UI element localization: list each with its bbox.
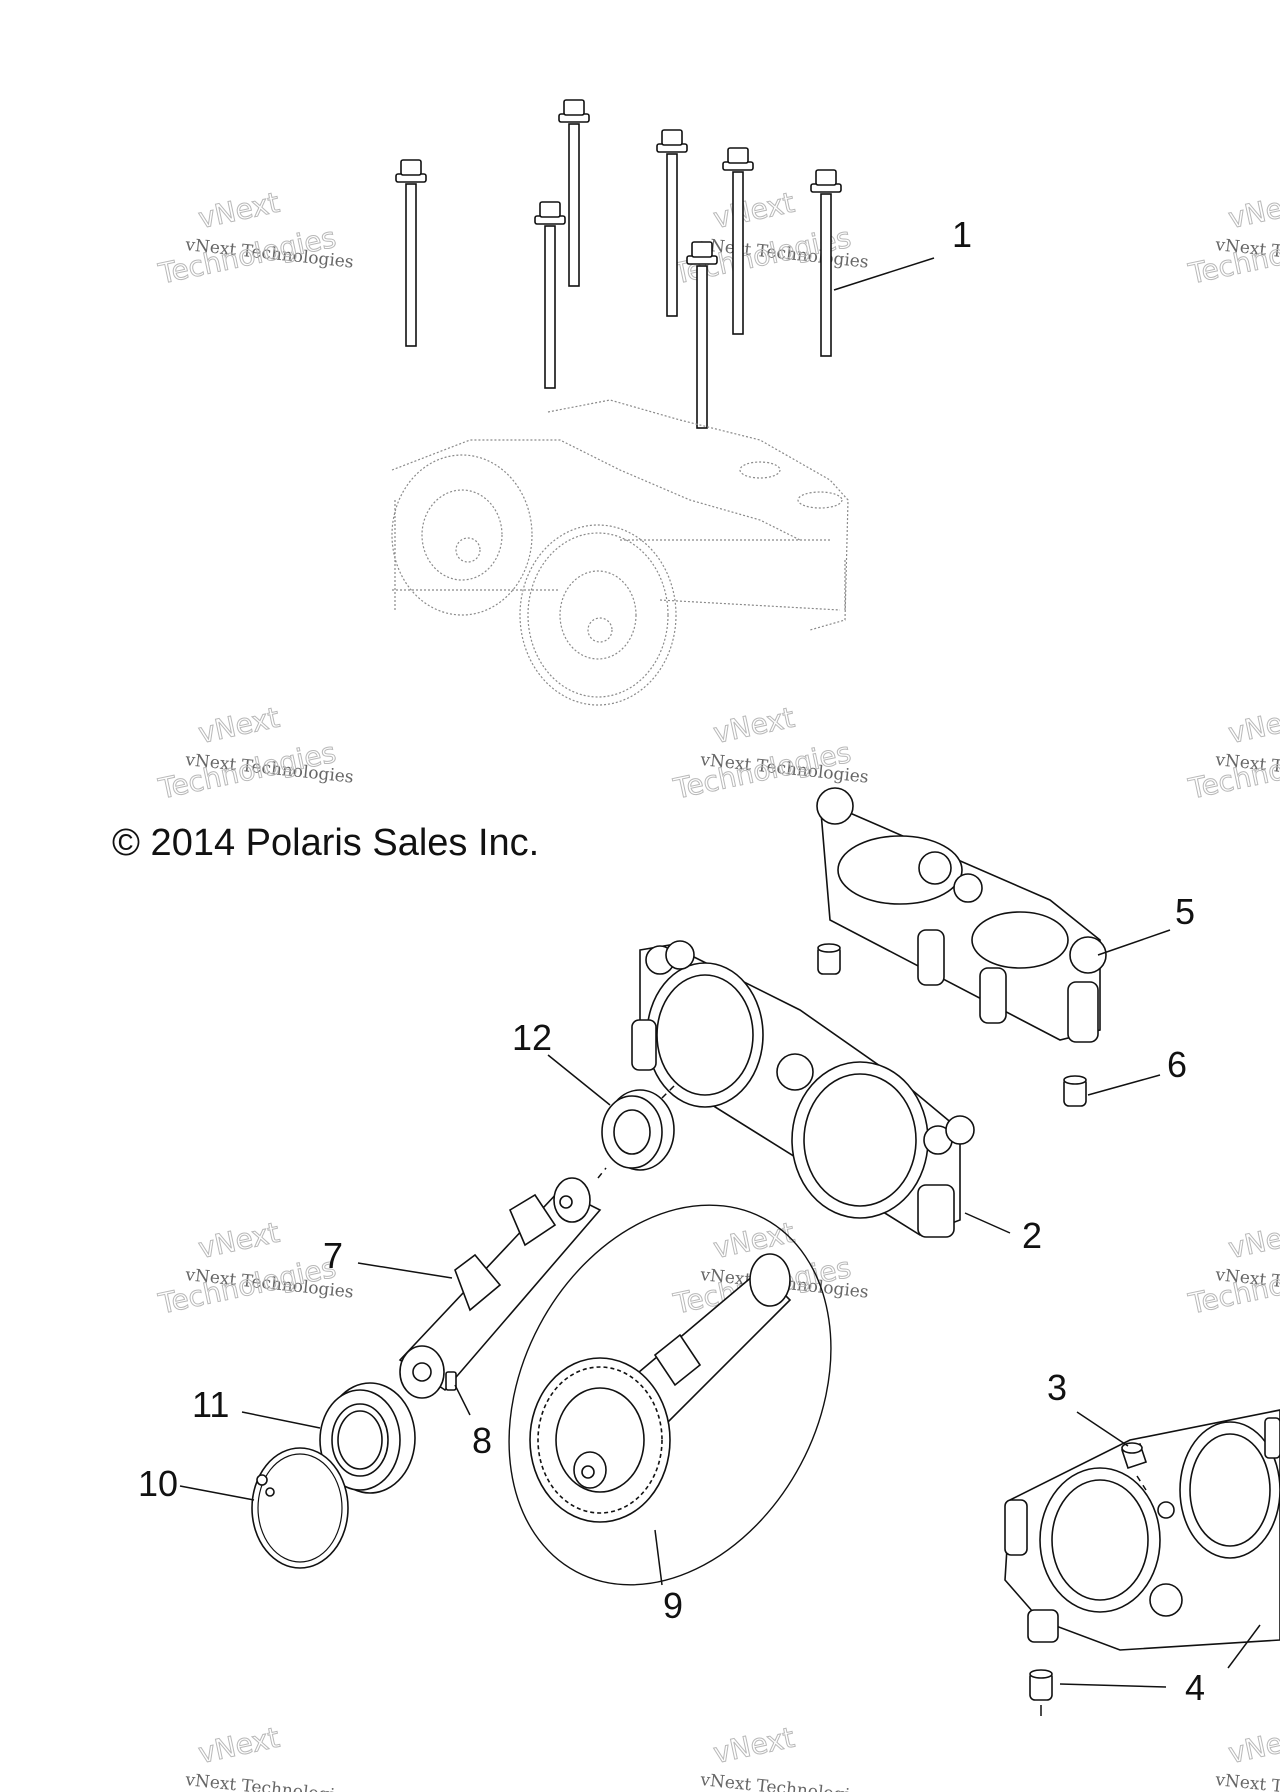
ghost-assembly (391, 399, 849, 706)
svg-text:vNext: vNext (195, 1216, 282, 1265)
camshaft-7 (398, 1177, 602, 1399)
svg-text:vNext: vNext (195, 186, 282, 235)
watermark: vNext vNext Technologies Technologies (155, 185, 355, 291)
dowel-pin (817, 943, 841, 975)
svg-text:vNext Technologies: vNext Technologies (698, 1770, 869, 1792)
watermark: vNext vNext Technologies Technologies (1185, 700, 1280, 806)
alignment-lines (597, 1083, 1147, 1491)
svg-text:vNext: vNext (195, 701, 282, 750)
svg-text:vNext: vNext (710, 1216, 797, 1265)
svg-text:Technologies: Technologies (155, 736, 339, 806)
callout-labels: 1 2 3 4 5 6 7 8 9 10 11 12 (138, 214, 1205, 1708)
copyright-notice: © 2014 Polaris Sales Inc. (112, 822, 540, 864)
svg-text:vNext: vNext (710, 1721, 797, 1770)
cam-cap (631, 940, 975, 1238)
callout-11: 11 (192, 1384, 229, 1425)
svg-text:vNext: vNext (710, 701, 797, 750)
svg-text:vNext: vNext (1225, 1721, 1280, 1770)
svg-text:vNext Technologies: vNext Technologies (1213, 1770, 1280, 1792)
callout-6: 6 (1167, 1044, 1187, 1085)
bearing-11 (319, 1382, 416, 1494)
bolt (656, 129, 688, 317)
svg-text:Technologies: Technologies (155, 1251, 339, 1321)
svg-text:vNext: vNext (195, 1721, 282, 1770)
bolt (810, 169, 842, 357)
upper-cam-cap (816, 787, 1107, 1043)
watermark: vNext vNext Technologies Technologies (155, 700, 355, 806)
camshaft-gear-9 (508, 1204, 832, 1586)
callout-1: 1 (952, 214, 972, 255)
watermark: vNext vNext Technologies Technologies (1185, 185, 1280, 291)
svg-text:Technologies: Technologies (155, 221, 339, 291)
watermark: vNext vNext Technologies Technologies (1185, 1215, 1280, 1321)
svg-text:vNext: vNext (1225, 186, 1280, 235)
callout-5: 5 (1175, 891, 1195, 932)
leader-lines (179, 257, 1261, 1688)
svg-text:vNext: vNext (1225, 701, 1280, 750)
watermark: vNext vNext Technologies (1213, 1720, 1280, 1792)
cam-carrier (1004, 1409, 1280, 1651)
dowel-4 (1029, 1669, 1053, 1716)
key-8 (445, 1371, 457, 1391)
bolt (395, 159, 427, 347)
bearing-12 (601, 1089, 675, 1171)
callout-4: 4 (1185, 1667, 1205, 1708)
watermark: vNext vNext Technologies (698, 1720, 869, 1792)
svg-text:vNext: vNext (710, 186, 797, 235)
dowel-6 (1063, 1075, 1087, 1107)
callout-2: 2 (1022, 1215, 1042, 1256)
snap-ring-10 (251, 1447, 349, 1569)
watermark: vNext vNext Technologies (183, 1720, 354, 1792)
bolt (558, 99, 590, 287)
callout-3: 3 (1047, 1367, 1067, 1408)
callout-9: 9 (663, 1585, 683, 1626)
bolt (534, 201, 566, 389)
bolt (722, 147, 754, 335)
bolt (686, 241, 718, 429)
callout-7: 7 (323, 1235, 343, 1276)
callout-12: 12 (512, 1017, 552, 1058)
callout-10: 10 (138, 1463, 178, 1504)
svg-text:vNext Technologies: vNext Technologies (183, 1770, 354, 1792)
callout-8: 8 (472, 1420, 492, 1461)
svg-text:vNext: vNext (1225, 1216, 1280, 1265)
head-bolts (395, 99, 842, 429)
